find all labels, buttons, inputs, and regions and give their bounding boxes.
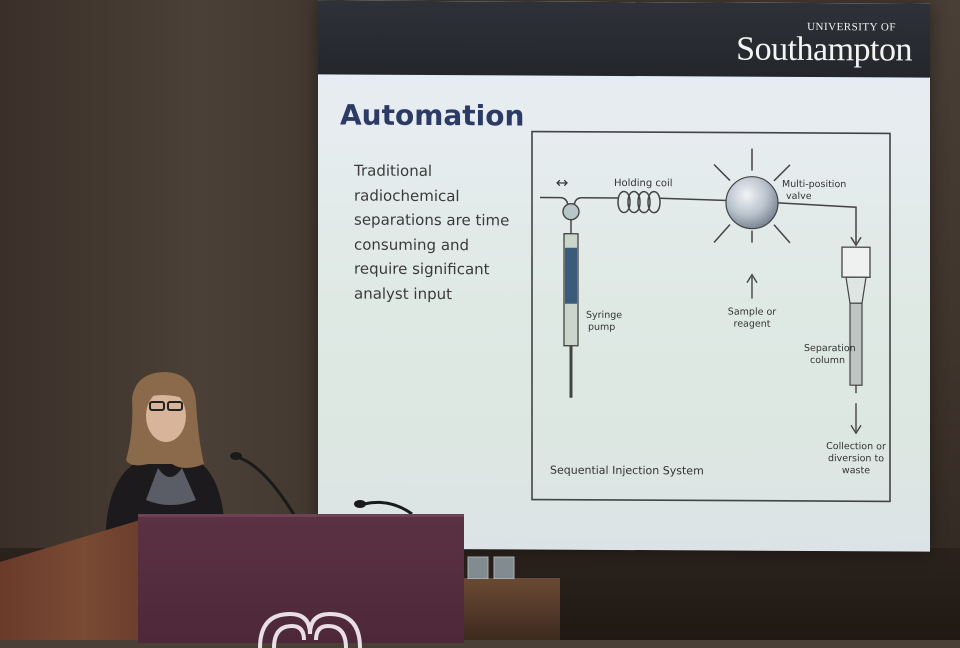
syringe-fluid xyxy=(565,247,577,304)
body-line: consuming and xyxy=(354,235,470,254)
microphone-icon xyxy=(230,452,298,519)
glasses-icon xyxy=(149,401,165,411)
diagram-caption: Sequential Injection System xyxy=(550,464,704,478)
sample-label-line1: Sample or xyxy=(728,307,776,318)
body-line: separations are time xyxy=(354,210,510,230)
lectern-emblem-icon xyxy=(258,611,362,648)
body-line: analyst input xyxy=(354,284,452,303)
holding-coil-shape xyxy=(617,190,661,214)
three-way-valve xyxy=(562,203,580,221)
column-funnel xyxy=(845,276,867,304)
syringe-label-line2: pump xyxy=(588,322,615,333)
microphone-icon xyxy=(354,500,413,516)
speaker-face xyxy=(146,390,186,442)
collection-label-line2: diversion to xyxy=(828,453,884,464)
projected-slide: UNIVERSITY OF Southampton Automation Tra… xyxy=(318,0,930,552)
diagram-frame xyxy=(531,130,891,503)
water-glasses xyxy=(467,556,515,579)
speaker-fringe xyxy=(140,388,190,400)
slide-title: Automation xyxy=(340,98,525,133)
speaker-scarf xyxy=(146,468,196,505)
column-label-line2: column xyxy=(810,355,845,366)
tube-to-valve xyxy=(659,197,729,202)
university-logo: Southampton xyxy=(736,30,912,69)
valve-ports xyxy=(713,148,791,244)
sample-arrow-head xyxy=(746,273,758,284)
multi-position-valve-sphere xyxy=(725,176,779,230)
body-line: radiochemical xyxy=(354,186,460,205)
side-table xyxy=(464,578,560,640)
holding-coil-label: Holding coil xyxy=(614,178,673,189)
body-line: Traditional xyxy=(354,161,433,180)
collection-arrow-head xyxy=(850,424,862,435)
collection-label-line1: Collection or xyxy=(826,441,886,452)
body-line: require significant xyxy=(354,259,490,279)
collection-label-line3: waste xyxy=(842,465,870,476)
arrow-head xyxy=(850,236,862,247)
column-reservoir xyxy=(841,246,871,278)
syringe-label-line1: Syringe xyxy=(586,310,622,321)
tube-to-column xyxy=(775,202,857,244)
slide-body: Traditional radiochemical separations ar… xyxy=(354,159,524,307)
slide-header-bar: UNIVERSITY OF Southampton xyxy=(318,0,930,78)
valve-label-line2: valve xyxy=(786,191,812,202)
sequential-injection-diagram: ↔ Holding coil Multi-position valve Syri… xyxy=(531,130,891,503)
sample-label-line2: reagent xyxy=(734,319,771,330)
bidirectional-arrow-icon: ↔ xyxy=(556,174,569,192)
column-label-line1: Separation xyxy=(804,343,856,354)
lectern-front xyxy=(138,514,464,643)
valve-label-line1: Multi-position xyxy=(782,179,846,190)
tube-to-coil xyxy=(573,197,618,208)
speaker xyxy=(106,372,226,538)
inlet-tube xyxy=(540,196,569,208)
